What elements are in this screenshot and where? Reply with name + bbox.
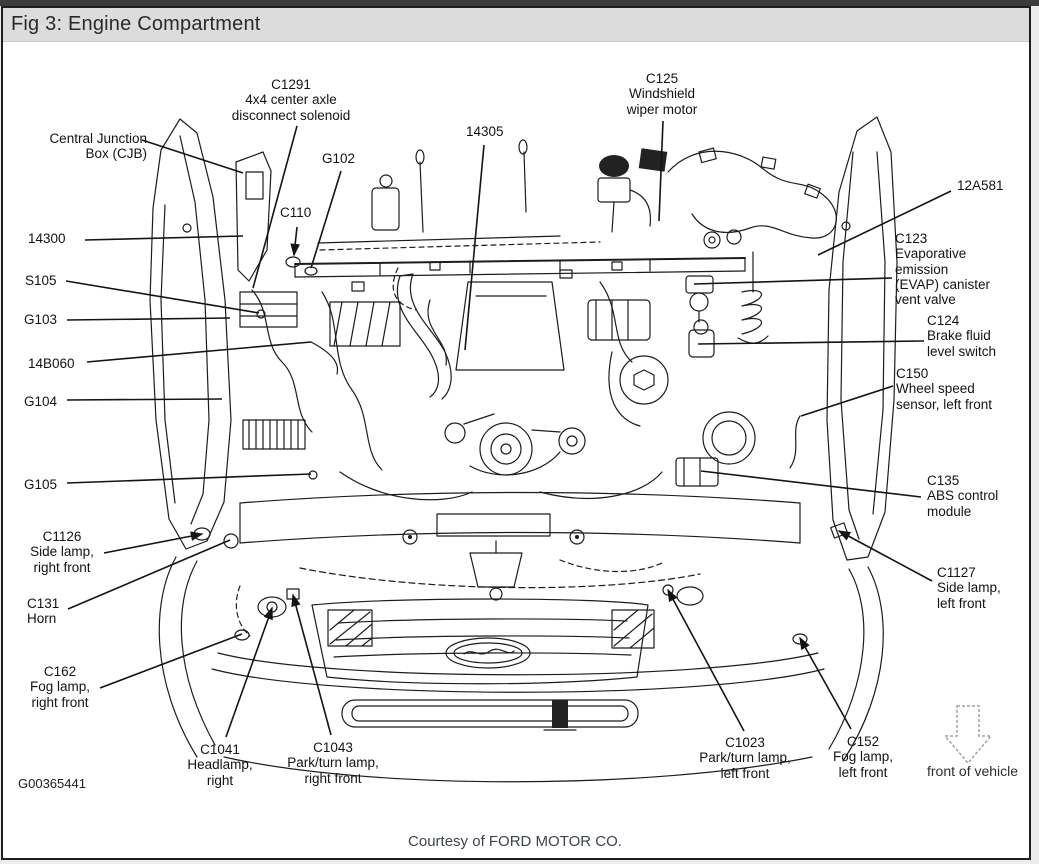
callout-s105: S105	[25, 273, 57, 288]
leader-line-n14305	[464, 144, 485, 351]
callout-g105: G105	[24, 477, 58, 492]
front-of-vehicle-label: front of vehicle	[927, 763, 1019, 779]
leader-line-cjb	[141, 139, 244, 174]
leader-line-s105	[65, 280, 260, 314]
leader-line-c135	[700, 470, 922, 498]
credit-line: Courtesy of FORD MOTOR CO.	[408, 833, 622, 850]
window-top-strip	[0, 0, 1039, 6]
leader-line-c123	[693, 277, 893, 285]
drawing-number: G00365441	[18, 776, 86, 791]
front-of-vehicle-arrow	[943, 705, 993, 765]
callout-n14b060: 14B060	[28, 356, 75, 371]
callout-n14305: 14305	[466, 124, 504, 139]
leader-line-c125	[658, 120, 664, 222]
leader-line-c162	[99, 633, 243, 689]
figure-box: Fig 3: Engine Compartment	[1, 6, 1031, 860]
leader-line-n12a581	[817, 190, 952, 256]
leader-line-c124	[697, 340, 925, 345]
leader-line-c1127	[837, 530, 933, 582]
figure-titlebar: Fig 3: Engine Compartment	[3, 8, 1029, 42]
leader-line-n14300	[84, 235, 244, 241]
leader-line-g102	[310, 170, 342, 269]
callout-g104: G104	[24, 394, 58, 409]
leader-line-c1043	[291, 593, 332, 736]
leader-line-c152	[799, 636, 852, 730]
figure-title: Fig 3: Engine Compartment	[11, 13, 261, 35]
leader-line-c150	[800, 385, 894, 417]
leader-line-c1023	[667, 588, 745, 732]
callout-g103: G103	[24, 312, 58, 327]
leader-line-c131	[67, 539, 231, 610]
leader-line-n14b060	[86, 341, 312, 363]
callout-g102: G102	[322, 151, 356, 166]
leader-line-c1041	[225, 606, 273, 738]
leader-lines	[65, 120, 952, 738]
leader-line-g104	[66, 398, 223, 401]
callout-c110: C110	[280, 205, 312, 220]
leader-line-c110	[290, 226, 300, 257]
callout-n14300: 14300	[28, 231, 66, 246]
leader-line-g105	[66, 473, 312, 484]
leader-line-c1291	[252, 125, 298, 289]
leader-line-c1126	[103, 531, 204, 554]
callout-n12a581: 12A581	[957, 178, 1004, 193]
leader-line-g103	[66, 317, 231, 321]
